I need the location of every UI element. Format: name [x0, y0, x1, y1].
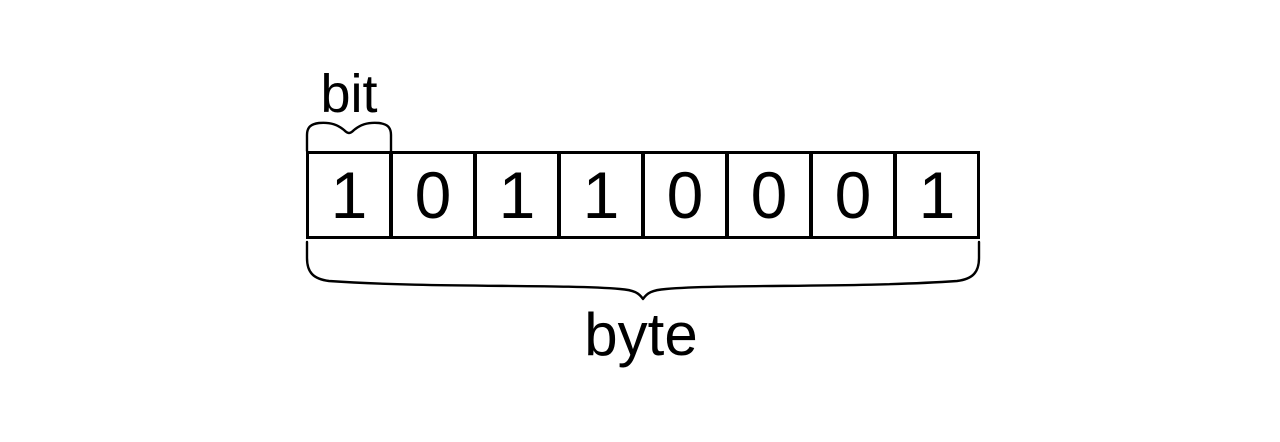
- bit-cell[interactable]: [390, 151, 476, 239]
- bit-label: bit: [320, 64, 377, 124]
- bit-value: 0: [751, 158, 788, 232]
- bit-value: 1: [919, 158, 956, 232]
- bit-value: 0: [667, 158, 704, 232]
- bit-cell[interactable]: [642, 151, 728, 239]
- bit-value: 1: [499, 158, 536, 232]
- bit-cell[interactable]: [306, 151, 392, 239]
- bit-cell[interactable]: [726, 151, 812, 239]
- bit-row: 1 0 1 1 0 0 0 1: [306, 151, 980, 239]
- bit-cell[interactable]: [810, 151, 896, 239]
- byte-label: byte: [584, 301, 697, 368]
- bit-value: 1: [331, 158, 368, 232]
- bit-cell[interactable]: [894, 151, 980, 239]
- bit-cell[interactable]: [474, 151, 560, 239]
- bit-brace-path: [305, 121, 393, 153]
- bit-value: 1: [583, 158, 620, 232]
- bit-brace: bit: [305, 64, 393, 153]
- bit-value: 0: [835, 158, 872, 232]
- byte-brace-path: [305, 240, 981, 301]
- byte-brace: byte: [305, 240, 981, 368]
- bit-value: 0: [415, 158, 452, 232]
